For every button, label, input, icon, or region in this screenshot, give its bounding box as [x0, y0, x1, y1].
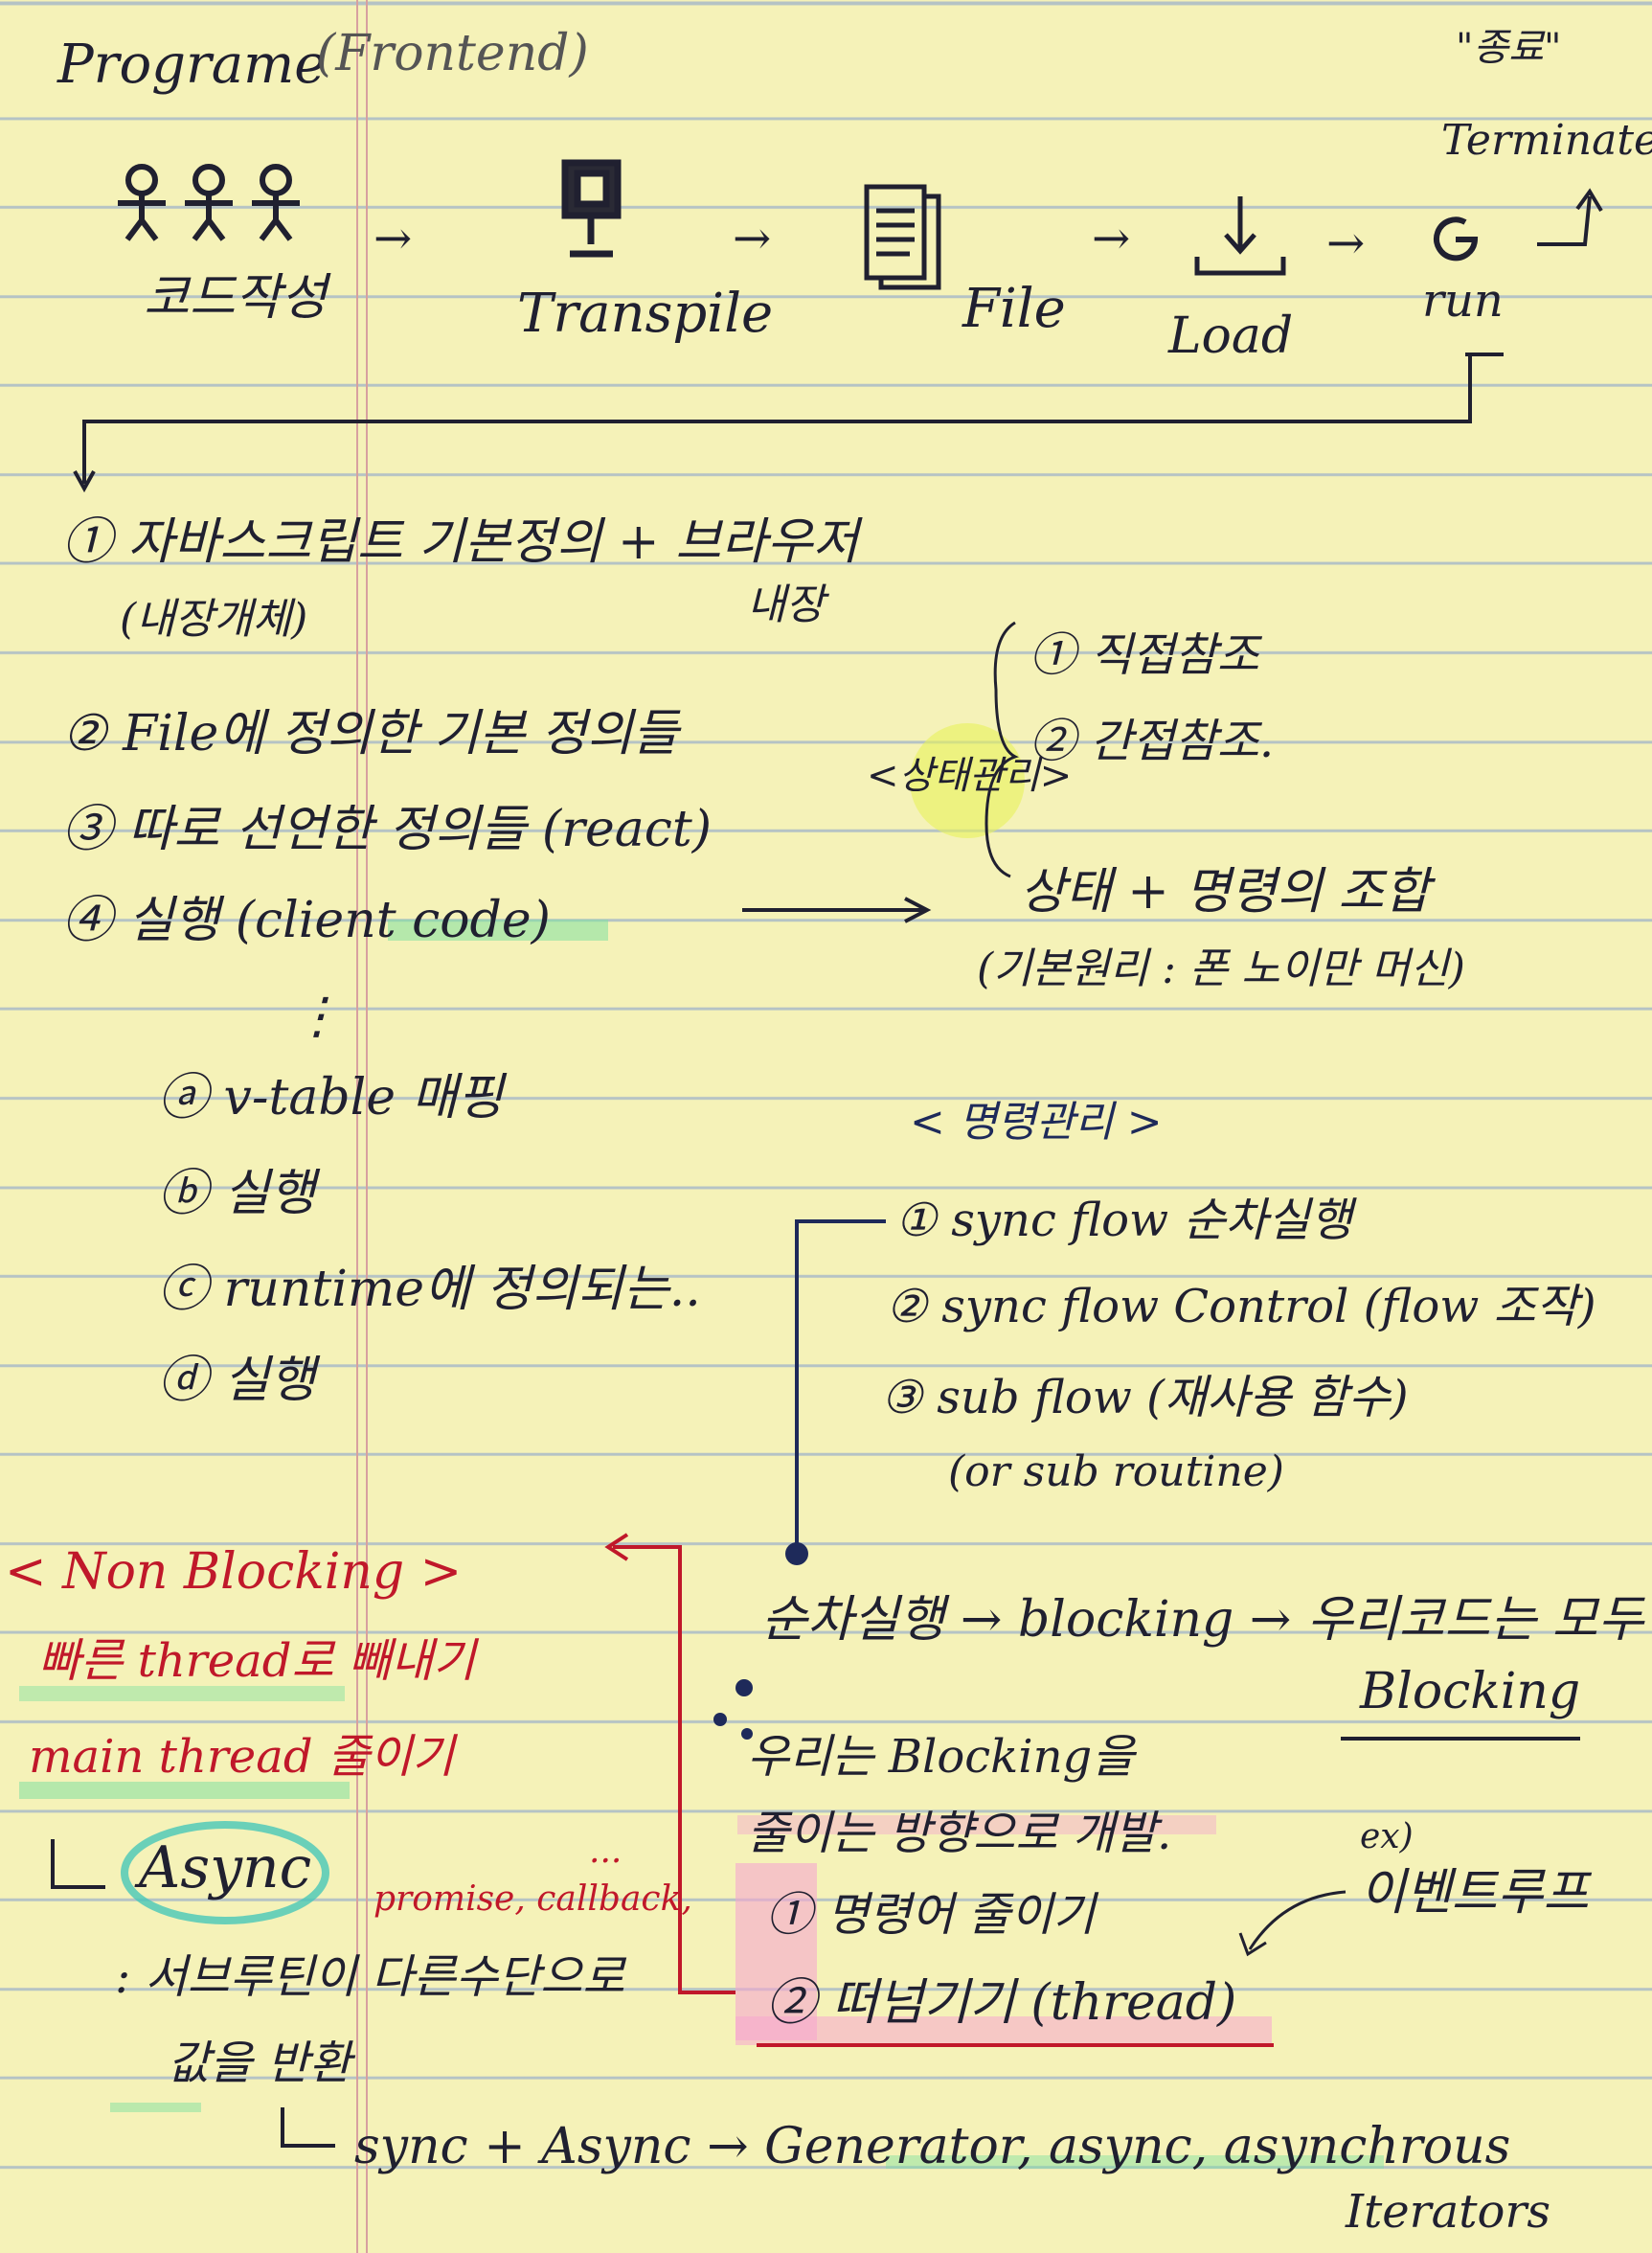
final-line: Iterators [1346, 2185, 1550, 2239]
state-combo: 상태 + 명령의 조합 [1020, 863, 1431, 921]
reduce-line: 줄이는 방향으로 개발. [747, 1807, 1172, 1860]
file-label: File [962, 278, 1066, 340]
highlight-yellow [910, 723, 1025, 838]
async-circle [121, 1821, 329, 1924]
nonblocking-line: 빠른 thread로 빼내기 [38, 1634, 476, 1688]
highlight-green [110, 2103, 201, 2112]
transpile-label: Transpile [517, 283, 774, 345]
indirect-ref: ② 간접참조. [1030, 715, 1275, 768]
list-item: ④ 실행 (client code) [62, 892, 551, 949]
highlight-green [19, 1686, 345, 1701]
margin-line [356, 0, 358, 2253]
list-item: 내장 [747, 580, 825, 629]
command-item: (or sub routine) [948, 1447, 1284, 1496]
state-bracket-label: <상태관리> [867, 754, 1073, 798]
margin-line [366, 0, 368, 2253]
command-connector [795, 1219, 886, 1552]
terminate-arrow [1537, 195, 1592, 246]
sub-list-item: ⓑ 실행 [158, 1165, 316, 1222]
highlight-green [388, 920, 608, 941]
command-item: ① sync flow 순차실행 [895, 1194, 1352, 1247]
highlight-pink [735, 2016, 1272, 2045]
highlight-pink [737, 1815, 1216, 1834]
state-bracket [984, 621, 1019, 878]
option-thread: ② 떠넘기기 (thread) [766, 1974, 1237, 2032]
file-icon [862, 182, 948, 301]
pipeline-arrow: → [733, 212, 772, 265]
state-note: (기본원리 : 폰 노이만 머신) [977, 944, 1465, 993]
async-desc: : 서브루틴이 다른수단으로 [115, 1950, 625, 2004]
blocking-line: 순차실행 → blocking → 우리코드는 모두 [761, 1591, 1644, 1649]
sub-list-item: ⓐ v-table 매핑 [158, 1069, 504, 1126]
direct-ref: ① 직접참조 [1030, 628, 1259, 682]
shutdown-label: "종료" [1456, 26, 1562, 70]
pipeline-arrow: → [1326, 216, 1366, 270]
page-subtitle: (Frontend) [316, 25, 589, 82]
coding-label: 코드작성 [144, 269, 328, 327]
event-ex: ex) [1360, 1817, 1414, 1856]
highlight-pink [735, 1863, 817, 2040]
thread-connector [613, 1545, 735, 1994]
event-loop: 이벤트루프 [1360, 1864, 1590, 1922]
run-connector [82, 353, 1504, 484]
page-title: Programe [57, 34, 327, 96]
list-item: ② File에 정의한 기본 정의들 [62, 705, 679, 762]
list-item: ① 자바스크립트 기본정의 + 브라우저 [62, 513, 859, 571]
l-arrow [281, 2107, 335, 2148]
monitor-icon [560, 158, 627, 267]
people-icon [113, 163, 314, 248]
async-label: Async [139, 1834, 312, 1901]
list-item: (내장개체) [120, 595, 308, 644]
l-arrow [51, 1839, 105, 1889]
async-desc: 값을 반환 [168, 2037, 351, 2090]
option-reduce: ① 명령어 줄이기 [766, 1888, 1096, 1942]
list-item: ③ 따로 선언한 정의들 (react) [62, 801, 713, 858]
pipeline-arrow: → [373, 212, 413, 265]
run-icon [1427, 211, 1484, 272]
highlight-green [886, 2155, 1384, 2169]
command-header: < 명령관리 > [910, 1098, 1163, 1147]
download-icon [1192, 192, 1288, 286]
highlight-green [19, 1782, 350, 1799]
nonblocking-title: < Non Blocking > [5, 1543, 463, 1601]
dots: ⋮ [292, 988, 342, 1045]
reduce-line: 우리는 Blocking을 [747, 1730, 1135, 1784]
async-note: promise, callback, [373, 1879, 692, 1919]
async-dots: ... [589, 1832, 622, 1871]
terminate-label: Terminate [1441, 116, 1652, 165]
command-item: ③ sub flow (재사용 함수) [881, 1371, 1409, 1424]
load-label: Load [1168, 307, 1294, 365]
nonblocking-line: main thread 줄이기 [29, 1730, 455, 1784]
run-label: run [1422, 274, 1504, 328]
command-item: ② sync flow Control (flow 조작) [886, 1280, 1596, 1333]
sub-list-item: ⓓ 실행 [158, 1352, 316, 1409]
final-line: sync + Async → Generator, async, asynchr… [354, 2118, 1511, 2175]
pipeline-arrow: → [1092, 212, 1131, 265]
blocking-word: Blocking [1360, 1663, 1581, 1720]
sub-list-item: ⓒ runtime에 정의되는.. [158, 1261, 701, 1318]
event-arrow [1248, 1890, 1346, 1950]
